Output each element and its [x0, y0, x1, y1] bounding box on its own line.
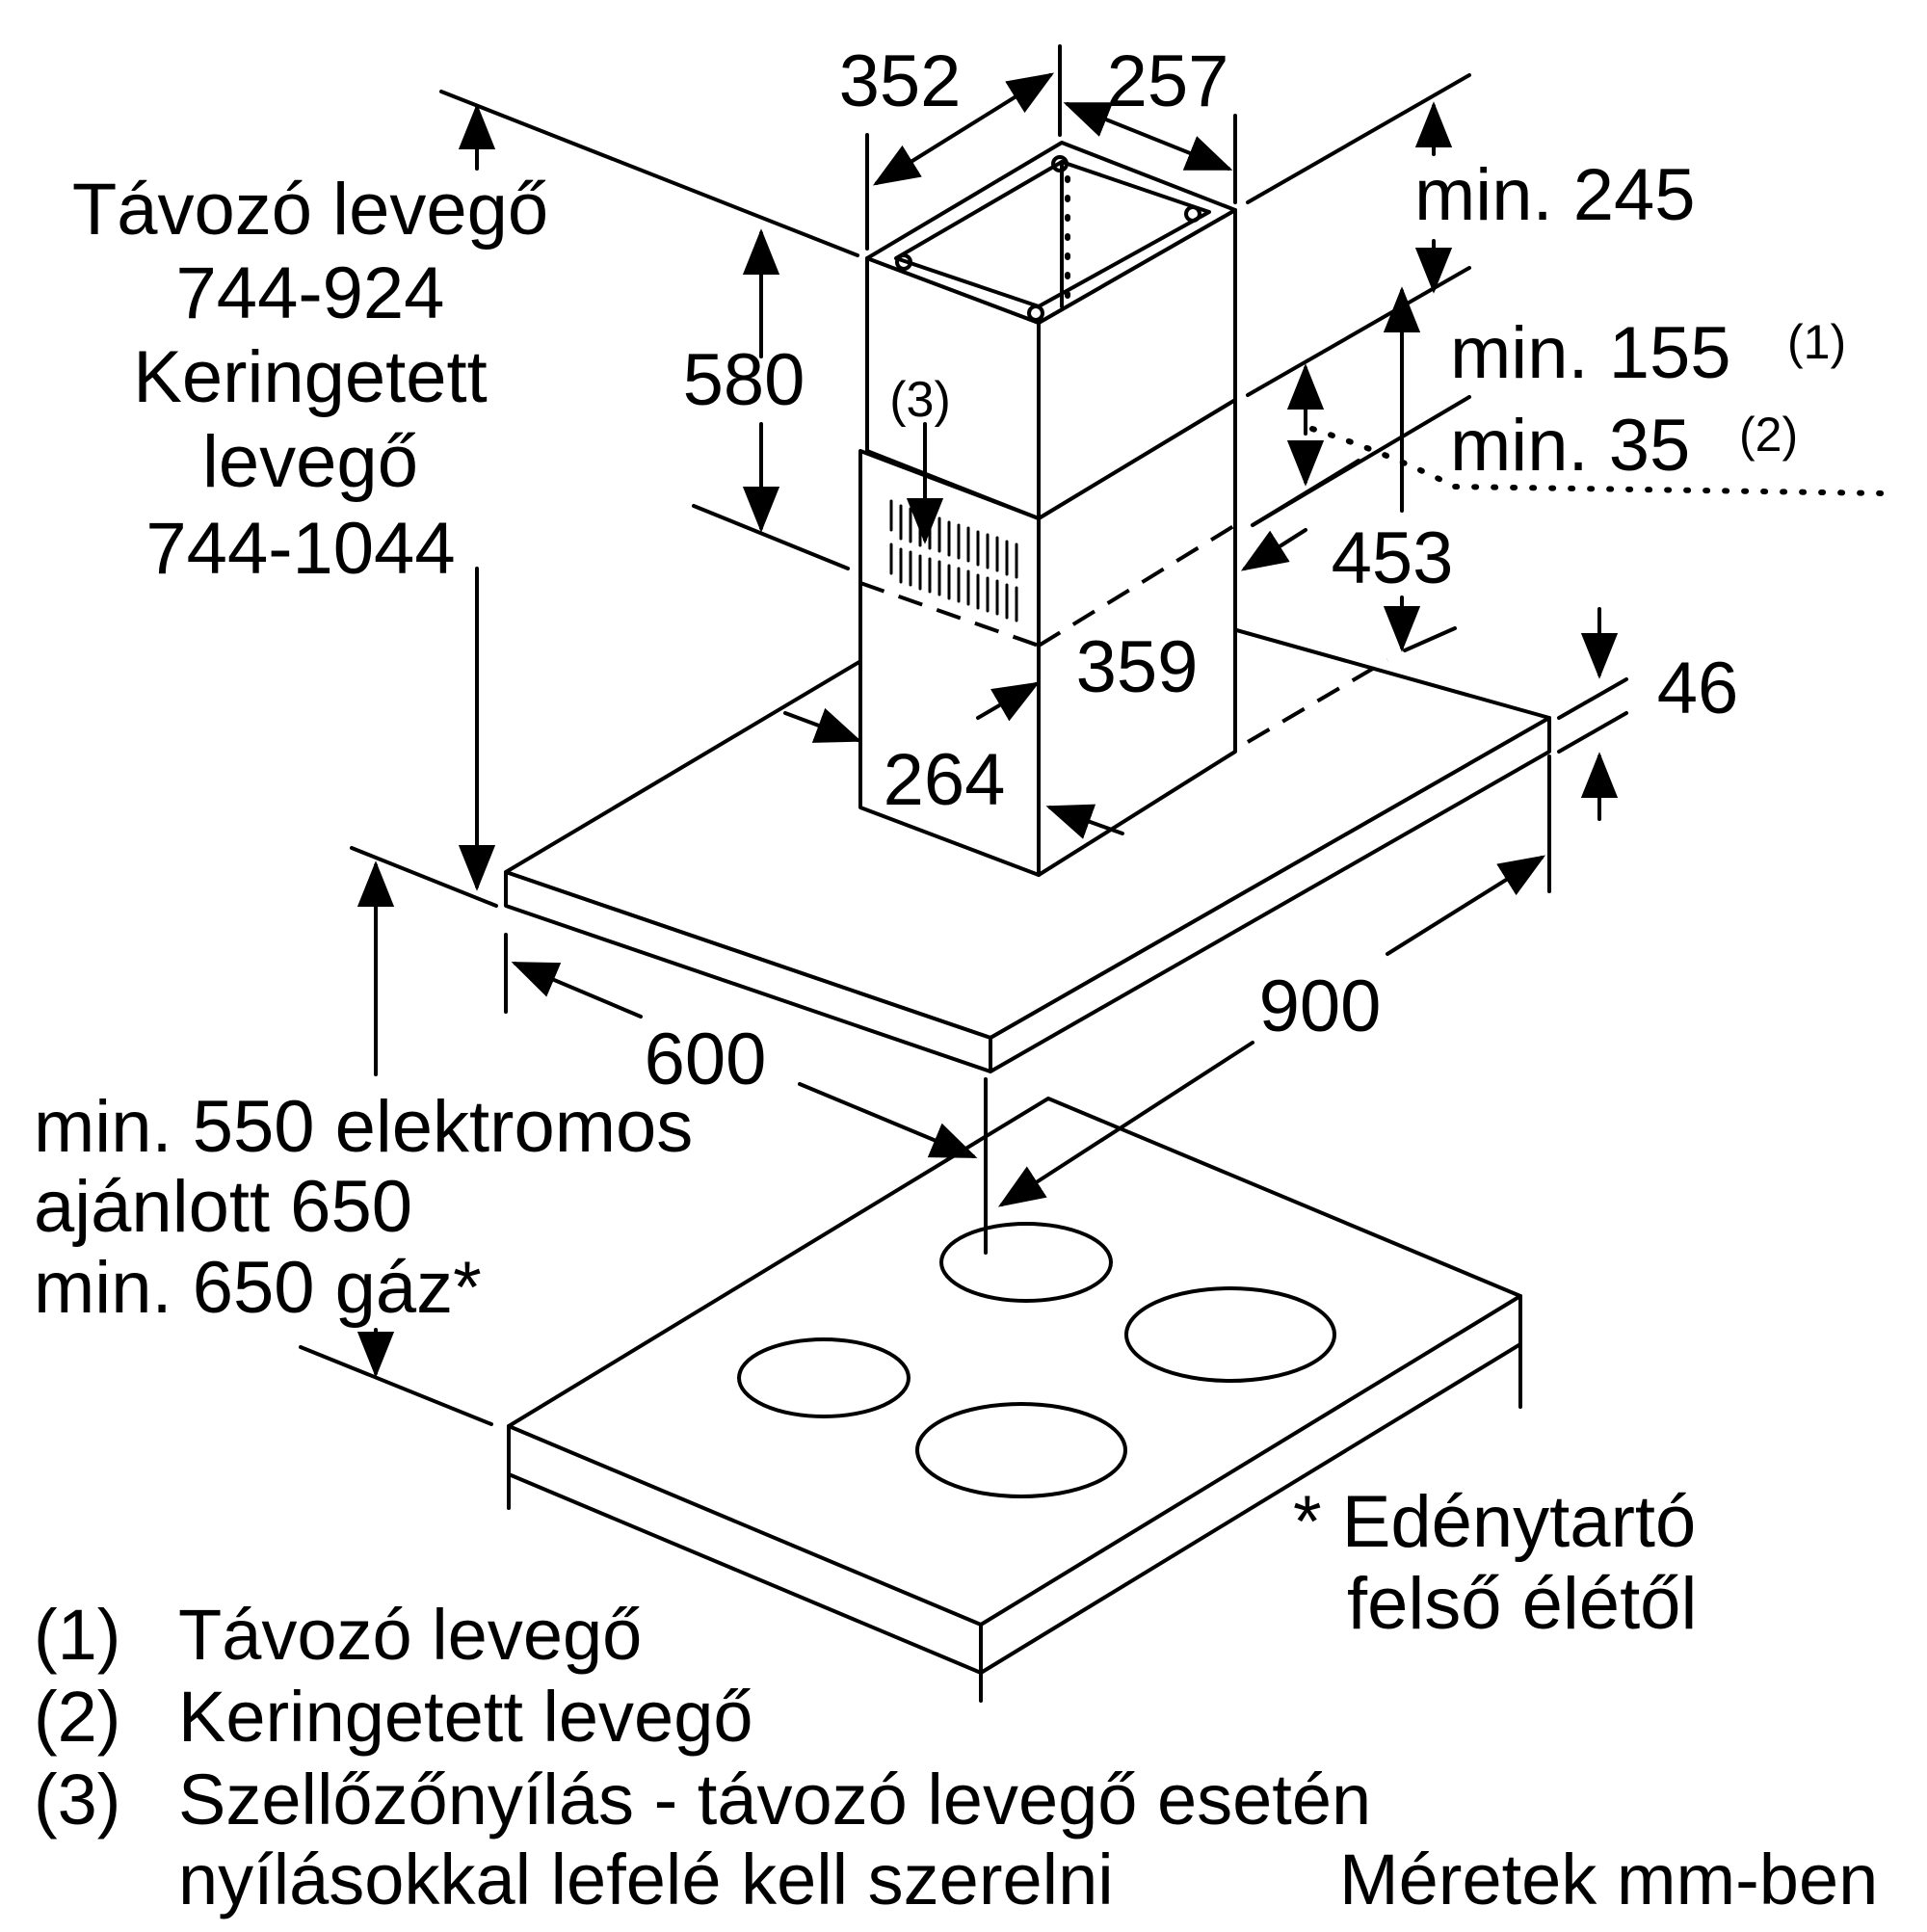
dim-900-right-arrow [1386, 855, 1546, 956]
lower-chimney-hidden-edge-front [859, 581, 1040, 648]
cooktop [507, 1097, 1522, 1703]
units-note: Méretek mm-ben [1339, 1839, 1878, 1919]
dim-257-label: 257 [1107, 40, 1229, 122]
left-height-label: Távozó levegő 744-924 Keringetett levegő… [72, 169, 548, 590]
dimension-lines [299, 44, 1887, 1426]
mounting-hole-3 [1184, 205, 1201, 223]
star-footnote-line2: felső élétől [1347, 1563, 1697, 1645]
canopy-side-face [989, 716, 1551, 1073]
vent-ref-label: (3) [889, 372, 951, 428]
dim-264-label: 264 [884, 739, 1006, 821]
legend-item1-text: Távozó levegő [178, 1595, 642, 1675]
dim-900-label: 900 [1259, 966, 1382, 1047]
legend: (1) Távozó levegő (2) Keringetett levegő… [34, 1595, 1878, 1919]
height-label: min. 550 elektromos ajánlott 650 min. 65… [34, 1086, 693, 1329]
star-footnote-line1: * Edénytartó [1293, 1481, 1696, 1563]
dim-46-label: 46 [1657, 648, 1739, 729]
burner-front-left [737, 1337, 911, 1418]
dim-264-right-arrow [1045, 804, 1124, 839]
dim-900-left-arrow [997, 1041, 1254, 1207]
left-label-line2: 744-924 [176, 252, 445, 334]
left-label-line5: 744-1044 [145, 508, 455, 590]
dim-min155-label: min. 155 [1450, 312, 1731, 394]
legend-item2-text: Keringetett levegő [178, 1677, 753, 1757]
mounting-hole-4 [1027, 304, 1044, 322]
left-label-line3: Keringetett [133, 336, 488, 418]
dim-min155-note: (1) [1787, 315, 1846, 369]
star-footnote: * Edénytartó felső élétől [1293, 1481, 1697, 1645]
legend-item1-number: (1) [34, 1595, 120, 1675]
canopy-hidden-edge [1246, 658, 1389, 744]
dim-min35-label: min. 35 [1450, 405, 1690, 487]
dim-600-left-arrow [511, 962, 643, 1019]
height-label-line3: min. 650 gáz* [34, 1247, 482, 1329]
dim-359-arrow [976, 681, 1041, 722]
dim-600-label: 600 [645, 1019, 767, 1100]
min35-dotted-line [1309, 426, 1887, 496]
mounting-hole-1 [895, 253, 912, 271]
dim-352-arrow [872, 72, 1055, 186]
vent-slots [889, 499, 1018, 622]
dim-600-right-arrow [798, 1082, 978, 1158]
legend-item3-text: Szellőzőnyílás - távozó levegő esetén [178, 1760, 1371, 1839]
dim-264-left-arrow [783, 707, 862, 743]
upper-chimney-opening [894, 160, 1211, 308]
dim-min35-note: (2) [1739, 408, 1798, 462]
dim-257-arrow [1063, 102, 1233, 171]
legend-item3-text-line2: nyílásokkal lefelé kell szerelni [178, 1839, 1114, 1919]
dim-359-label: 359 [1076, 626, 1199, 708]
dimension-values: 352 257 580 min. 245 min. 155 (1) min. 3… [645, 40, 1847, 1100]
cooktop-front-edge [507, 1424, 983, 1675]
left-label-line4: levegő [202, 421, 418, 503]
burner-front-right [915, 1402, 1127, 1498]
upper-chimney [865, 141, 1237, 520]
dim-min245-label: min. 245 [1414, 154, 1696, 236]
height-label-line1: min. 550 elektromos [34, 1086, 693, 1168]
dim-580-label: 580 [683, 339, 805, 421]
legend-item2-number: (2) [34, 1677, 120, 1757]
lower-chimney [858, 398, 1237, 877]
dim-352-label: 352 [839, 40, 962, 122]
dim-453-label: 453 [1332, 517, 1454, 599]
dim-453-arrow [1240, 528, 1307, 571]
left-label-line1: Távozó levegő [72, 169, 548, 251]
burner-back-left [939, 1222, 1113, 1303]
legend-item3-number: (3) [34, 1760, 120, 1839]
height-label-line2: ajánlott 650 [34, 1166, 412, 1248]
burner-back-right [1124, 1286, 1336, 1383]
